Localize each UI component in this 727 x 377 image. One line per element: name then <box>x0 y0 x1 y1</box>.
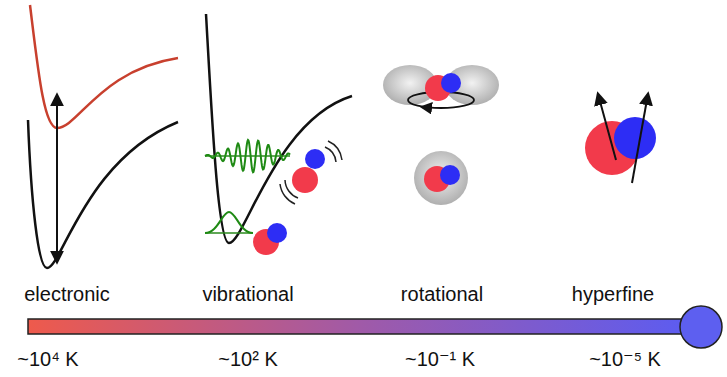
level-label: rotational <box>401 283 483 305</box>
level-label: vibrational <box>202 283 293 305</box>
temperature-label: ~10⁴ K <box>17 348 78 370</box>
electronic-potentials <box>28 5 178 268</box>
temperature-bar <box>28 306 722 348</box>
level-label: electronic <box>24 283 110 305</box>
rotational-states <box>383 65 499 205</box>
temperature-label: ~10⁻¹ K <box>405 348 475 370</box>
temperature-label: ~10² K <box>218 348 277 370</box>
temperature-label: ~10⁻⁵ K <box>589 348 661 370</box>
hyperfine-spins <box>585 94 656 183</box>
vibrational-potential <box>205 14 352 255</box>
level-label: hyperfine <box>572 283 654 305</box>
